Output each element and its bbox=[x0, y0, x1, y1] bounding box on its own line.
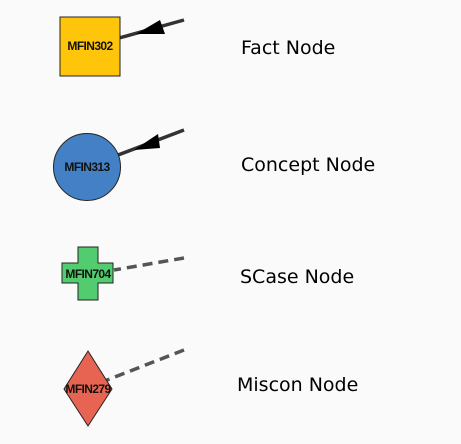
fact-node-label: Fact Node bbox=[241, 37, 335, 59]
scase-node-label: SCase Node bbox=[240, 266, 354, 288]
fact-node-id: MFIN302 bbox=[67, 39, 113, 53]
scase-node-id: MFIN704 bbox=[65, 267, 111, 281]
fact-edge-arrowhead bbox=[136, 20, 165, 34]
miscon-node-diamond bbox=[63, 350, 113, 427]
legend-item-concept: MFIN313 Concept Node bbox=[53, 128, 375, 201]
miscon-node-id: MFIN279 bbox=[65, 382, 111, 396]
miscon-edge-dashed bbox=[101, 348, 185, 384]
concept-node-circle bbox=[53, 133, 121, 201]
scase-node-cross bbox=[61, 246, 114, 301]
concept-node-id: MFIN313 bbox=[64, 160, 110, 174]
legend-item-scase: MFIN704 SCase Node bbox=[61, 246, 354, 301]
legend-item-fact: MFIN302 Fact Node bbox=[59, 16, 335, 77]
fact-node-square bbox=[59, 16, 121, 77]
concept-node-label: Concept Node bbox=[241, 154, 375, 176]
concept-edge-arrowhead bbox=[134, 134, 160, 150]
scase-edge-dashed bbox=[113, 256, 185, 272]
legend-item-miscon: MFIN279 Miscon Node bbox=[63, 348, 358, 427]
miscon-node-label: Miscon Node bbox=[237, 374, 358, 396]
